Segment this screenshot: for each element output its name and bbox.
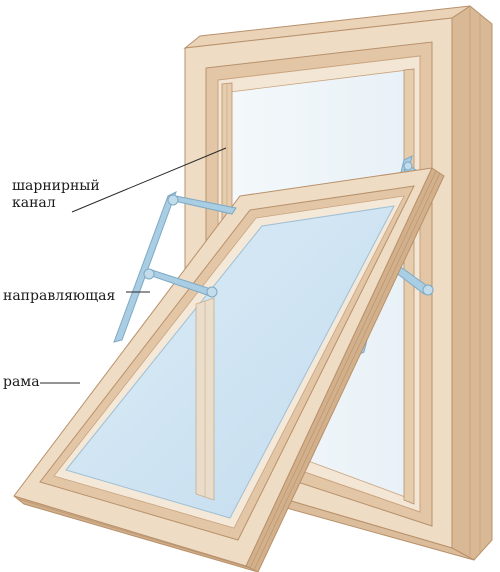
pivot-icon (403, 161, 413, 171)
pivot-icon (206, 286, 218, 298)
label-hinge-line2: канал (12, 195, 56, 211)
hinge-channel-right (403, 68, 415, 505)
label-guide: направляющая (3, 288, 116, 304)
sash (13, 167, 445, 572)
leader-lines (40, 147, 227, 384)
label-hinge-line1: шарнирный (12, 178, 100, 194)
label-hinge-channel: шарнирный канал (12, 178, 122, 212)
pivot-icon (167, 194, 179, 206)
pivot-icon (143, 268, 155, 280)
label-frame: рама (3, 374, 40, 390)
leader-hinge (71, 147, 227, 213)
pivot-icon (422, 284, 434, 296)
sash-glass (65, 205, 395, 519)
outer-frame-right-depth (451, 5, 493, 561)
guide-arms-left (113, 190, 237, 343)
